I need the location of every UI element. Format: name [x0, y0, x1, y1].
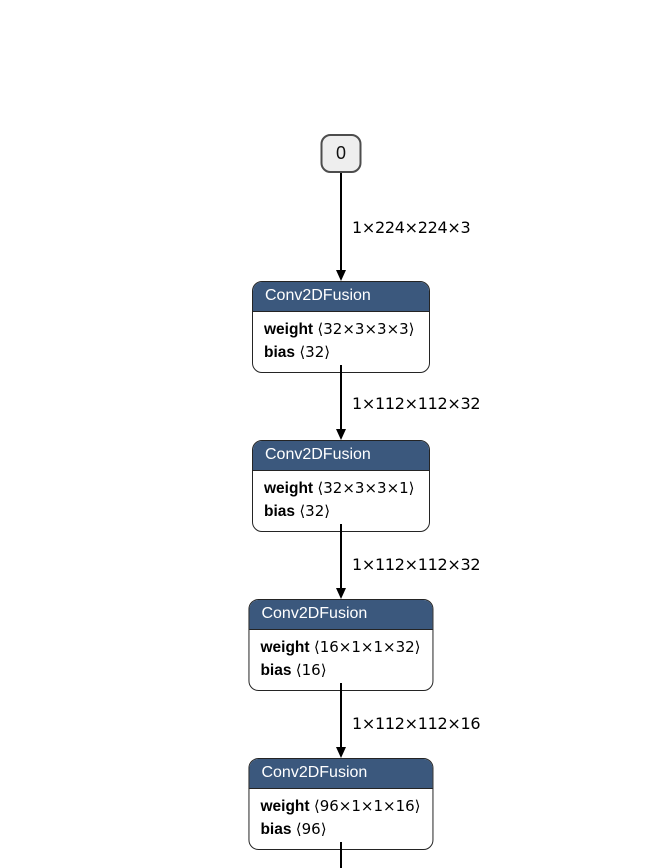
node-attributes: weight ⟨96×1×1×16⟩ bias ⟨96⟩	[249, 789, 432, 849]
arrowhead-icon	[336, 429, 346, 440]
node-attributes: weight ⟨16×1×1×32⟩ bias ⟨16⟩	[249, 630, 432, 690]
edge-connector	[340, 365, 342, 432]
tensor-shape-label[interactable]: 1×112×112×16	[352, 714, 481, 733]
node-param-bias[interactable]: bias ⟨32⟩	[264, 502, 331, 520]
edge-connector	[340, 683, 342, 750]
arrowhead-icon	[336, 588, 346, 599]
arrowhead-icon	[336, 747, 346, 758]
arrowhead-icon	[336, 270, 346, 281]
node-param-weight[interactable]: weight ⟨16×1×1×32⟩	[260, 638, 421, 656]
graph-node-conv2dfusion-1[interactable]: Conv2DFusion weight ⟨32×3×3×3⟩ bias ⟨32⟩	[252, 281, 430, 373]
graph-node-conv2dfusion-3[interactable]: Conv2DFusion weight ⟨16×1×1×32⟩ bias ⟨16…	[248, 599, 434, 691]
node-title[interactable]: Conv2DFusion	[249, 759, 433, 789]
node-title[interactable]: Conv2DFusion	[249, 600, 433, 630]
edge-connector	[340, 524, 342, 591]
node-param-bias[interactable]: bias ⟨16⟩	[260, 661, 327, 679]
tensor-shape-label[interactable]: 1×224×224×3	[352, 218, 471, 237]
input-node-label: 0	[335, 143, 346, 163]
node-param-bias[interactable]: bias ⟨96⟩	[260, 820, 327, 838]
node-attributes: weight ⟨32×3×3×3⟩ bias ⟨32⟩	[253, 312, 429, 372]
node-attributes: weight ⟨32×3×3×1⟩ bias ⟨32⟩	[253, 471, 429, 531]
node-title[interactable]: Conv2DFusion	[253, 282, 429, 312]
edge-connector	[340, 173, 342, 273]
node-param-weight[interactable]: weight ⟨96×1×1×16⟩	[260, 797, 421, 815]
graph-node-conv2dfusion-4[interactable]: Conv2DFusion weight ⟨96×1×1×16⟩ bias ⟨96…	[248, 758, 434, 850]
node-title[interactable]: Conv2DFusion	[253, 441, 429, 471]
graph-input-node[interactable]: 0	[320, 134, 362, 173]
tensor-shape-label[interactable]: 1×112×112×32	[352, 394, 481, 413]
edge-connector	[340, 842, 342, 868]
node-param-weight[interactable]: weight ⟨32×3×3×1⟩	[264, 479, 415, 497]
node-param-bias[interactable]: bias ⟨32⟩	[264, 343, 331, 361]
node-param-weight[interactable]: weight ⟨32×3×3×3⟩	[264, 320, 415, 338]
graph-node-conv2dfusion-2[interactable]: Conv2DFusion weight ⟨32×3×3×1⟩ bias ⟨32⟩	[252, 440, 430, 532]
tensor-shape-label[interactable]: 1×112×112×32	[352, 555, 481, 574]
